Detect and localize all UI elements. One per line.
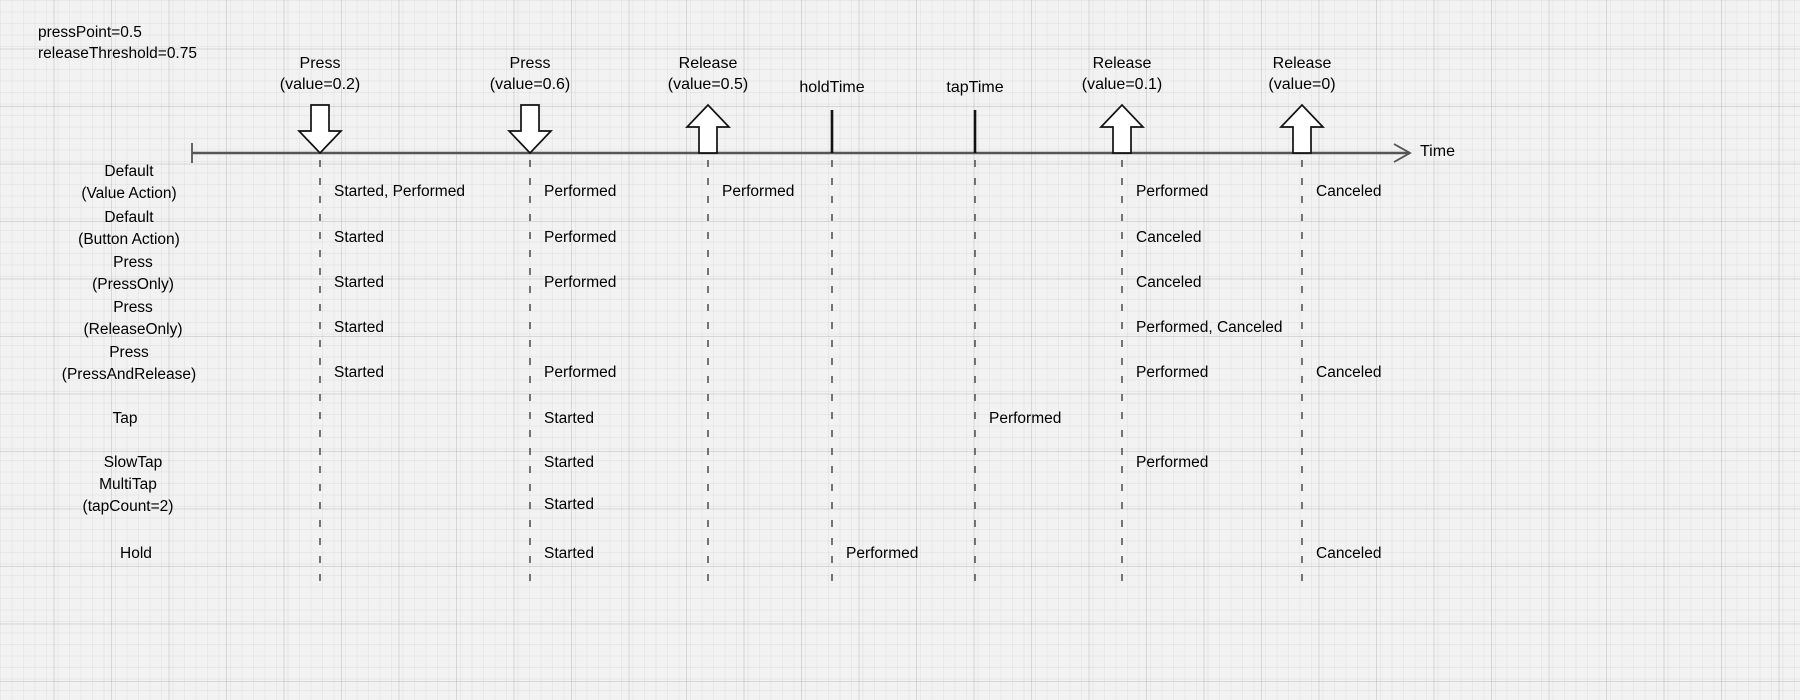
arrow-up-icon [685, 103, 731, 154]
event-label-secondary: (value=0) [1268, 76, 1336, 93]
state-cell: Started [334, 229, 384, 246]
event-label-press-02: Press (value=0.2) [280, 53, 361, 95]
row-label-press-releaseonly: Press (ReleaseOnly) [83, 297, 182, 341]
row-label-primary: Hold [120, 545, 152, 562]
event-label-release-00: Release (value=0) [1268, 53, 1335, 95]
arrow-down-icon [297, 104, 343, 155]
row-label-primary: Default [104, 163, 154, 180]
state-cell: Started [334, 364, 384, 381]
arrow-down-icon [507, 104, 553, 155]
event-label-primary: Release [1092, 55, 1152, 72]
state-cell: Performed [1136, 454, 1209, 471]
row-label-secondary: (Value Action) [81, 185, 177, 202]
event-label-secondary: (value=0.5) [667, 76, 749, 93]
state-cell: Canceled [1136, 229, 1202, 246]
event-label-taptime: tapTime [946, 77, 1003, 98]
arrow-up-icon [1279, 103, 1325, 154]
state-cell: Started [544, 545, 594, 562]
parameters-legend: pressPoint=0.5 releaseThreshold=0.75 [38, 22, 197, 64]
state-cell: Performed [1136, 183, 1209, 200]
row-label-secondary: (PressAndRelease) [61, 366, 197, 383]
row-label-secondary: (tapCount=2) [82, 498, 174, 515]
event-label-secondary: (value=0.6) [489, 76, 571, 93]
row-label-secondary: (ReleaseOnly) [83, 321, 183, 338]
state-cell: Canceled [1316, 545, 1382, 562]
row-label-tap: Tap [113, 408, 138, 430]
state-cell: Performed [544, 274, 617, 291]
state-cell: Canceled [1316, 364, 1382, 381]
row-label-primary: SlowTap [103, 454, 163, 471]
state-cell: Started [334, 319, 384, 336]
row-label-primary: Default [104, 209, 154, 226]
row-label-primary: Tap [112, 410, 138, 427]
event-label-primary: tapTime [946, 79, 1004, 96]
state-cell: Started [544, 410, 594, 427]
state-cell: Started, Performed [334, 183, 465, 200]
state-cell: Performed [544, 364, 617, 381]
state-cell: Performed [1136, 364, 1209, 381]
event-label-release-05: Release (value=0.5) [668, 53, 749, 95]
row-label-primary: Press [113, 254, 153, 271]
row-label-default-value-action: Default (Value Action) [81, 161, 176, 205]
row-label-primary: Press [109, 344, 149, 361]
state-cell: Performed [544, 183, 617, 200]
event-label-release-01: Release (value=0.1) [1082, 53, 1163, 95]
row-label-primary: MultiTap [99, 476, 157, 493]
event-label-primary: Press [299, 55, 341, 72]
state-cell: Performed, Canceled [1136, 319, 1283, 336]
event-label-press-06: Press (value=0.6) [490, 53, 571, 95]
event-label-primary: Press [509, 55, 551, 72]
state-cell: Started [544, 454, 594, 471]
state-cell: Performed [989, 410, 1062, 427]
event-label-primary: Release [678, 55, 738, 72]
legend-line-release-threshold: releaseThreshold=0.75 [38, 45, 197, 62]
row-label-default-button-action: Default (Button Action) [78, 207, 180, 251]
event-label-primary: holdTime [799, 79, 865, 96]
event-label-holdtime: holdTime [799, 77, 864, 98]
state-cell: Canceled [1316, 183, 1382, 200]
event-label-primary: Release [1272, 55, 1332, 72]
row-label-multitap: MultiTap (tapCount=2) [83, 474, 174, 518]
time-axis-arrowhead [1393, 143, 1412, 163]
legend-line-press-point: pressPoint=0.5 [38, 24, 142, 41]
state-cell: Canceled [1136, 274, 1202, 291]
row-label-press-pressandrelease: Press (PressAndRelease) [62, 342, 196, 386]
arrow-up-icon [1099, 103, 1145, 154]
time-axis-label: Time [1420, 143, 1455, 160]
event-label-secondary: (value=0.2) [279, 76, 361, 93]
row-label-primary: Press [113, 299, 153, 316]
state-cell: Performed [544, 229, 617, 246]
state-cell: Performed [846, 545, 919, 562]
row-label-slowtap: SlowTap [104, 452, 163, 474]
row-label-hold: Hold [120, 543, 152, 565]
row-label-secondary: (PressOnly) [92, 276, 174, 293]
state-cell: Started [334, 274, 384, 291]
row-label-secondary: (Button Action) [78, 231, 180, 248]
state-cell: Started [544, 496, 594, 513]
event-label-secondary: (value=0.1) [1081, 76, 1163, 93]
row-label-press-pressonly: Press (PressOnly) [92, 252, 174, 296]
state-cell: Performed [722, 183, 795, 200]
